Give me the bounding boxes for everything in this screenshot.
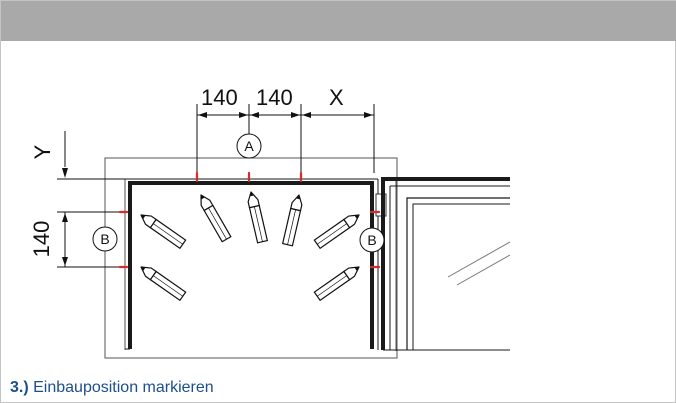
top-dimension-arrows: [198, 112, 373, 118]
marker-b-right: B: [359, 227, 385, 253]
dimension-label-140-vertical: 140: [29, 221, 54, 258]
wall-outline: [104, 157, 398, 359]
adjacent-door-panel: [381, 177, 511, 351]
pencil-icon: [245, 190, 268, 244]
pencil-icon: [137, 210, 187, 249]
marking-points: [118, 171, 381, 269]
marker-b-right-label: B: [367, 232, 376, 248]
top-dimension-lines: [196, 104, 375, 173]
marker-b-left: B: [92, 226, 118, 252]
left-dimension-arrows: [62, 168, 68, 266]
pencil-icon: [137, 262, 187, 301]
pencil-icon: [313, 262, 363, 301]
dimension-label-x: X: [329, 85, 344, 110]
pencil-icon: [313, 210, 363, 249]
dimension-label-140-middle: 140: [256, 85, 293, 110]
caption-text: Einbauposition markieren: [28, 379, 214, 396]
marker-a-label: A: [244, 138, 254, 154]
marker-b-left-label: B: [100, 231, 109, 247]
dimension-label-y: Y: [30, 144, 55, 159]
caption: 3.) Einbauposition markieren: [10, 379, 214, 397]
header-bar: [1, 1, 676, 41]
marker-a: A: [236, 133, 262, 159]
pencil-icon: [282, 193, 305, 247]
caption-step-number: 3.): [10, 379, 29, 396]
pencils: [137, 190, 363, 301]
pencil-icon: [196, 191, 232, 243]
dimension-label-140-left: 140: [201, 85, 238, 110]
installation-diagram: 140 140 X Y 140 A B B: [29, 85, 511, 359]
